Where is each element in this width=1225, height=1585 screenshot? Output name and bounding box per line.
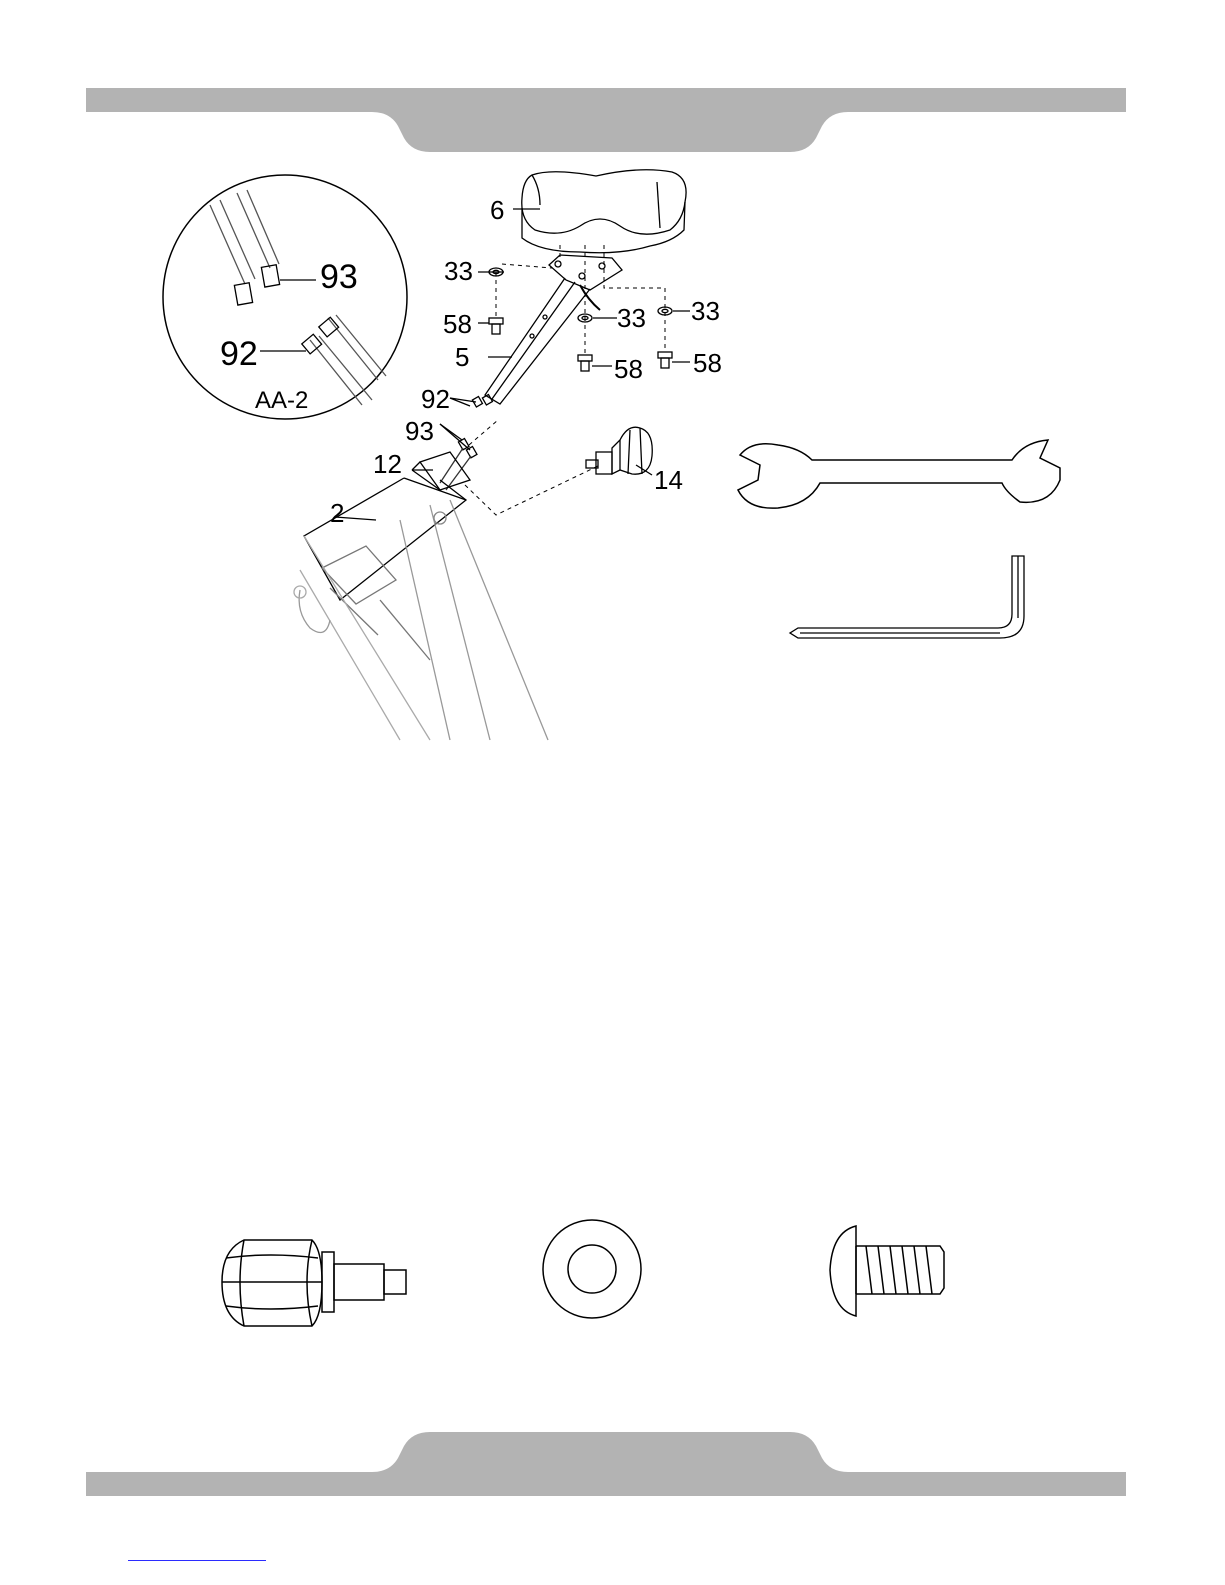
footer-link-underline[interactable] [128,1560,266,1561]
